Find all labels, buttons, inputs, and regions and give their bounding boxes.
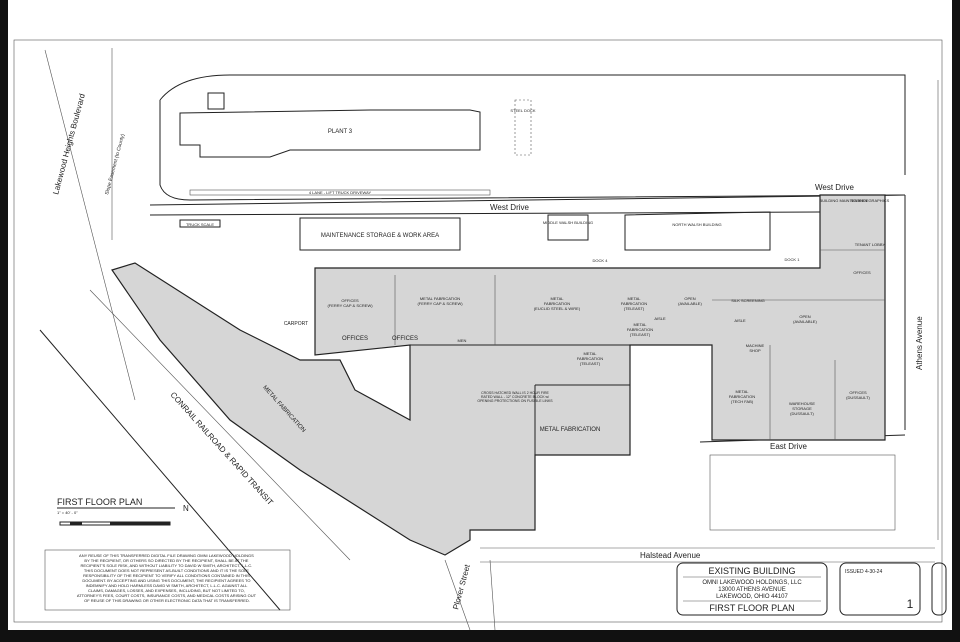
title-heading: EXISTING BUILDING [708, 566, 795, 576]
issued-date: ISSUED 4-30-24 [845, 569, 882, 575]
plant3-lot-edge-lower [159, 100, 906, 201]
boulevard-line [44, 49, 136, 401]
room-screen-graphics: SCREEN GRAPHICS [851, 198, 890, 203]
title-address-line1: 13000 ATHENS AVENUE [718, 587, 785, 593]
room-metal-fabrication: METAL FABRICATION [540, 427, 601, 433]
truck-scale-label: TRUCK SCALE [186, 222, 214, 227]
rail-line [39, 329, 281, 611]
steel-dock [514, 99, 532, 156]
maintenance-building [299, 217, 461, 251]
title-block [676, 562, 828, 616]
room-offices-ferry: OFFICES(FERRY CAP & SCREW) [327, 298, 373, 308]
plan-title: FIRST FLOOR PLAN [57, 497, 142, 507]
issue-block [839, 562, 921, 616]
carport-label: CARPORT [284, 321, 308, 327]
maintenance-label: MAINTENANCE STORAGE & WORK AREA [321, 233, 439, 239]
plant3-building [179, 109, 481, 158]
aisle-label: AISLE [654, 316, 666, 321]
plover-edge [444, 559, 471, 630]
west-drive-label-right: West Drive [815, 183, 855, 192]
room-open-available-1: OPEN(AVAILABLE) [678, 296, 702, 306]
dock1-label: DOCK 1 [785, 257, 801, 262]
middle-walsh-label: MIDDLE WALSH BUILDING [543, 220, 593, 225]
athens-avenue-label: Athens Avenue [915, 316, 924, 370]
room-building-maintenance: BUILDING MAINTENANCE [819, 198, 868, 203]
north-arrow-icon: N [183, 504, 189, 513]
room-offices-right: OFFICES [853, 270, 871, 275]
north-walsh-building [624, 211, 771, 251]
plant3-shed [207, 92, 225, 110]
truck-driveway [189, 189, 491, 196]
disclaimer-box [44, 549, 291, 611]
slope-easement-label: Slope Easement (to County) [104, 133, 126, 196]
side-block [931, 562, 947, 616]
room-offices-dussault: OFFICES(DUSSAULT) [846, 390, 870, 400]
halstead-avenue-label: Halstead Avenue [640, 551, 701, 560]
middle-walsh-building [547, 214, 589, 241]
plant3-lot-edge [159, 74, 906, 175]
floor-plan-drawing: PLANT 3 STEEL DOCK 4 LANE - LIFT TRUCK D… [13, 39, 947, 630]
aisle-label: AISLE [734, 318, 746, 323]
west-drive-edge [149, 211, 821, 216]
main-building [111, 194, 886, 556]
title-address-line2: LAKEWOOD, OHIO 44107 [716, 594, 788, 600]
room-metal-fab-ferry: METAL FABRICATION(FERRY CAP & SCREW) [417, 296, 463, 306]
room-tenant-lobby: TENANT LOBBY [855, 242, 886, 247]
title-sheet-title: FIRST FLOOR PLAN [709, 603, 794, 613]
west-drive-edge [149, 194, 906, 206]
room-men: MEN [458, 338, 467, 343]
sheet-border [13, 39, 943, 623]
plover-edge [489, 559, 496, 630]
title-owner: OMNI LAKEWOOD HOLDINGS, LLC [702, 580, 802, 586]
east-drive-label: East Drive [770, 442, 807, 451]
lakewood-heights-label: Lakewood Heights Boulevard [51, 93, 87, 196]
steel-dock-label: STEEL DOCK [510, 108, 536, 113]
rail-line [89, 289, 351, 561]
plan-scale: 1" = 40' - 0" [57, 510, 78, 515]
room-open-available-2: OPEN(AVAILABLE) [793, 314, 817, 324]
truck-driveway-label: 4 LANE - LIFT TRUCK DRIVEWAY [309, 190, 372, 195]
room-offices: OFFICES [342, 336, 368, 342]
scale-bar [59, 521, 171, 526]
plant3-label: PLANT 3 [328, 129, 353, 135]
west-drive-label: West Drive [490, 203, 530, 212]
truck-scale [179, 219, 221, 228]
room-silk-screening: SILK SCREENING [731, 298, 765, 303]
north-walsh-label: NORTH WALSH BUILDING [672, 222, 721, 227]
dock4-label: DOCK 4 [593, 258, 609, 263]
disclaimer-text: ANY REUSE OF THIS TRANSFERRED DIGITAL FI… [77, 553, 257, 603]
room-offices: OFFICES [392, 336, 418, 342]
parking-lot [709, 454, 896, 531]
drawing-sheet: PLANT 3 STEEL DOCK 4 LANE - LIFT TRUCK D… [8, 0, 952, 630]
sheet-number: 1 [907, 597, 914, 611]
